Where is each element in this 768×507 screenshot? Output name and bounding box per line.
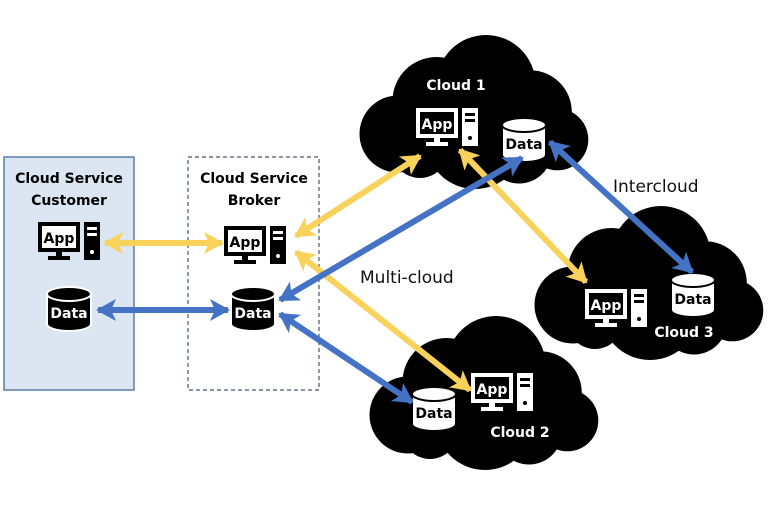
data-label: Data: [415, 406, 452, 422]
cloud3-data-icon: Data: [670, 272, 716, 318]
multicloud-label: Multi-cloud: [360, 268, 454, 288]
broker-cloud2-data-arrow: [278, 311, 414, 405]
app-label: App: [422, 117, 453, 133]
data-label: Data: [674, 292, 711, 308]
app-label: App: [44, 231, 75, 247]
broker-title-2: Broker: [228, 193, 281, 209]
cloud1-name: Cloud 1: [426, 78, 485, 94]
cloud3-app-icon: App: [585, 289, 647, 327]
data-label: Data: [505, 137, 542, 153]
cloud1-data-icon: Data: [501, 117, 547, 163]
cloud1-cloud3-data-arrow: [547, 139, 695, 275]
cloud2-app-icon: App: [471, 373, 533, 411]
app-label: App: [591, 298, 622, 314]
broker-data-icon: Data: [230, 286, 276, 332]
customer-data-icon: Data: [46, 286, 92, 332]
customer-app-icon: App: [38, 222, 100, 260]
customer-box: [3, 156, 135, 391]
customer-title: Cloud Service: [15, 171, 123, 187]
data-label: Data: [50, 306, 87, 322]
data-label: Data: [234, 306, 271, 322]
customer-title-2: Customer: [31, 193, 107, 209]
cloud2-name: Cloud 2: [490, 425, 549, 441]
app-label: App: [230, 235, 261, 251]
cloud2-data-icon: Data: [411, 386, 457, 432]
broker-cloud1-data-arrow: [278, 155, 524, 303]
cloud3-name: Cloud 3: [654, 325, 713, 341]
broker-title: Cloud Service: [200, 171, 308, 187]
broker-box: [187, 156, 320, 391]
app-label: App: [477, 382, 508, 398]
intercloud-label: Intercloud: [613, 177, 699, 197]
cloud1-app-icon: App: [416, 108, 478, 146]
